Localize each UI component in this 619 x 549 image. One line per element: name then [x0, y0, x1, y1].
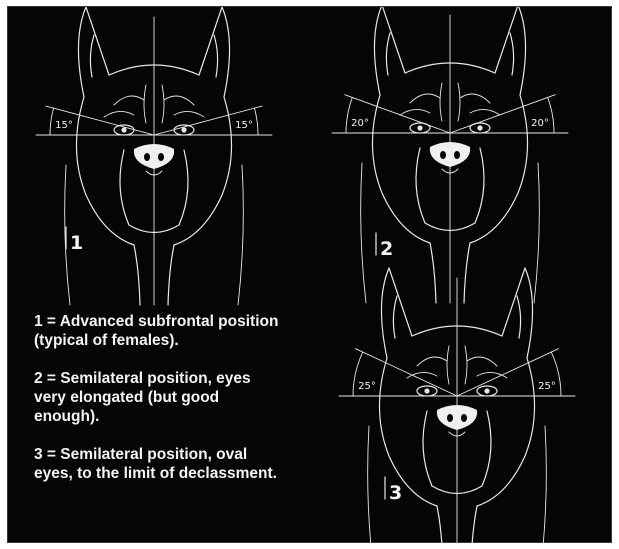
angle-arc-left [50, 108, 54, 135]
legend-item-1: 1 = Advanced subfrontal position (typica… [34, 312, 364, 350]
angle-arc-right [254, 108, 258, 135]
angle-label-left: 20° [351, 118, 369, 129]
angle-label-left: 15° [55, 120, 73, 131]
legend-item-2: 2 = Semilateral position, eyes very elon… [34, 369, 364, 426]
dog-head-figure-1: 15° 15° [36, 7, 272, 305]
figure-number-1: 1 [70, 232, 83, 254]
angle-label-right: 15° [235, 120, 253, 131]
dog-head-drawing [332, 7, 568, 303]
figure-number-3: 3 [389, 482, 402, 504]
diagram-board: 15° 15° 1 20° 20° 2 25°25°3 1 = Advanced subfr… [7, 6, 612, 543]
angle-label-right: 25° [538, 381, 556, 392]
legend: 1 = Advanced subfrontal position (typica… [34, 312, 364, 502]
dog-head-drawing [339, 268, 575, 544]
legend-item-3: 3 = Semilateral position, oval eyes, to … [34, 445, 364, 483]
figure-number-2: 2 [380, 238, 393, 260]
angle-label-right: 20° [531, 118, 549, 129]
dog-head-figure-2: 20° 20° [332, 7, 568, 303]
dog-head-drawing [36, 7, 272, 305]
dog-head-figure-3: 25°25° [339, 268, 575, 544]
